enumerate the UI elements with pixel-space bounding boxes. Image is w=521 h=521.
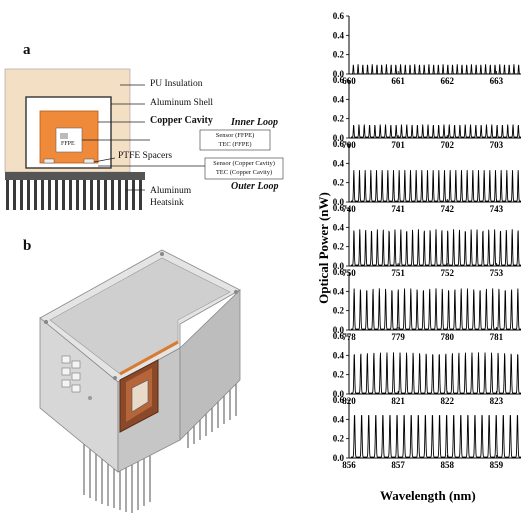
render-right-face [179, 289, 241, 441]
ytick-label-2: 0.2 [333, 178, 345, 188]
xtick-label-5: 823 [490, 396, 504, 406]
xtick-label-0: 663 [490, 76, 504, 86]
ytick-label-4: 0.4 [333, 286, 345, 296]
ytick-label-3: 0.6 [333, 203, 345, 213]
chart-xlabel: Wavelength (nm) [380, 488, 476, 503]
ytick-label-1: 0.6 [333, 75, 345, 85]
xtick-label-1: 702 [441, 140, 455, 150]
label-copper-cavity: Copper Cavity [150, 115, 213, 126]
ffpe-block [55, 127, 83, 153]
spectrum-series-2 [351, 170, 521, 202]
ytick-label-0: 0.0 [333, 69, 345, 79]
xtick-label-1: 703 [490, 140, 504, 150]
ffpe-tag: FFPE [61, 141, 75, 147]
ytick-label-5: 0.0 [333, 389, 345, 399]
panel-b-letter: b [23, 238, 32, 254]
ytick-label-4: 0.6 [333, 267, 345, 277]
spectrum-series-1 [351, 124, 521, 138]
xtick-label-3: 753 [490, 268, 504, 278]
spectrum-series-4 [351, 288, 521, 330]
chart-ylabel: Optical Power (nW) [316, 192, 331, 304]
label-heatsink-line1: Aluminum [150, 186, 192, 196]
label-aluminum-shell: Aluminum Shell [150, 98, 214, 108]
label-sensor-ffpe: Sensor (FFPE) [215, 132, 255, 139]
label-ptfe-spacers: PTFE Spacers [118, 151, 173, 161]
xtick-label-6: 856 [342, 460, 356, 470]
panel-a-schematic [4, 68, 284, 210]
xtick-label-2: 741 [391, 204, 405, 214]
xtick-label-4: 779 [391, 332, 405, 342]
xtick-label-0: 662 [441, 76, 455, 86]
ytick-label-2: 0.4 [333, 158, 345, 168]
spectrum-series-3 [351, 229, 521, 266]
xtick-label-5: 821 [391, 396, 405, 406]
xtick-label-2: 742 [441, 204, 455, 214]
ytick-label-5: 0.2 [333, 370, 345, 380]
ytick-label-6: 0.6 [333, 395, 345, 405]
xtick-label-2: 743 [490, 204, 504, 214]
ptfe-spacer [83, 158, 95, 164]
label-inner-loop: Inner Loop [231, 117, 278, 128]
label-outer-loop: Outer Loop [231, 181, 279, 192]
ytick-label-4: 0.0 [333, 325, 345, 335]
ytick-label-3: 0.2 [333, 242, 345, 252]
ytick-label-1: 0.2 [333, 114, 345, 124]
ytick-label-2: 0.6 [333, 139, 345, 149]
heatsink-base [5, 172, 145, 180]
xtick-label-3: 752 [441, 268, 455, 278]
ytick-label-1: 0.4 [333, 94, 345, 104]
xtick-label-4: 781 [490, 332, 504, 342]
label-pu-insulation: PU Insulation [150, 79, 203, 89]
heatsink-fins [6, 180, 142, 210]
spectrum-series-5 [351, 352, 521, 394]
ytick-label-3: 0.0 [333, 261, 345, 271]
ytick-label-5: 0.4 [333, 350, 345, 360]
ytick-label-4: 0.2 [333, 306, 345, 316]
ytick-label-3: 0.4 [333, 222, 345, 232]
label-heatsink-line2: Heatsink [150, 198, 184, 208]
label-tec-copper: TEC (Copper Cavity) [215, 169, 273, 176]
xtick-label-1: 701 [391, 140, 405, 150]
label-sensor-copper: Sensor (Copper Cavity) [213, 160, 275, 167]
label-tec-ffpe: TEC (FFPE) [218, 141, 252, 148]
inner-loop-box [199, 129, 271, 151]
ptfe-spacer [43, 158, 55, 164]
xtick-label-6: 859 [490, 460, 504, 470]
panel-a-letter: a [23, 42, 31, 58]
panel-b-3d-render [39, 249, 241, 513]
xtick-label-3: 751 [391, 268, 405, 278]
ytick-label-1: 0.0 [333, 133, 345, 143]
ytick-label-0: 0.6 [333, 11, 345, 21]
ytick-label-2: 0.0 [333, 197, 345, 207]
outer-loop-box [204, 157, 284, 180]
xtick-label-6: 858 [441, 460, 455, 470]
xtick-label-4: 780 [441, 332, 455, 342]
render-connectors [61, 355, 81, 393]
ytick-label-6: 0.2 [333, 434, 345, 444]
ytick-label-6: 0.0 [333, 453, 345, 463]
copper-cavity [39, 110, 99, 164]
xtick-label-6: 857 [391, 460, 405, 470]
xtick-label-0: 661 [391, 76, 405, 86]
spectrum-series-6 [351, 415, 521, 458]
xtick-label-5: 822 [441, 396, 455, 406]
ytick-label-0: 0.4 [333, 30, 345, 40]
ytick-label-0: 0.2 [333, 50, 345, 60]
ytick-label-6: 0.4 [333, 414, 345, 424]
ytick-label-5: 0.6 [333, 331, 345, 341]
spectrum-series-0 [351, 64, 521, 75]
